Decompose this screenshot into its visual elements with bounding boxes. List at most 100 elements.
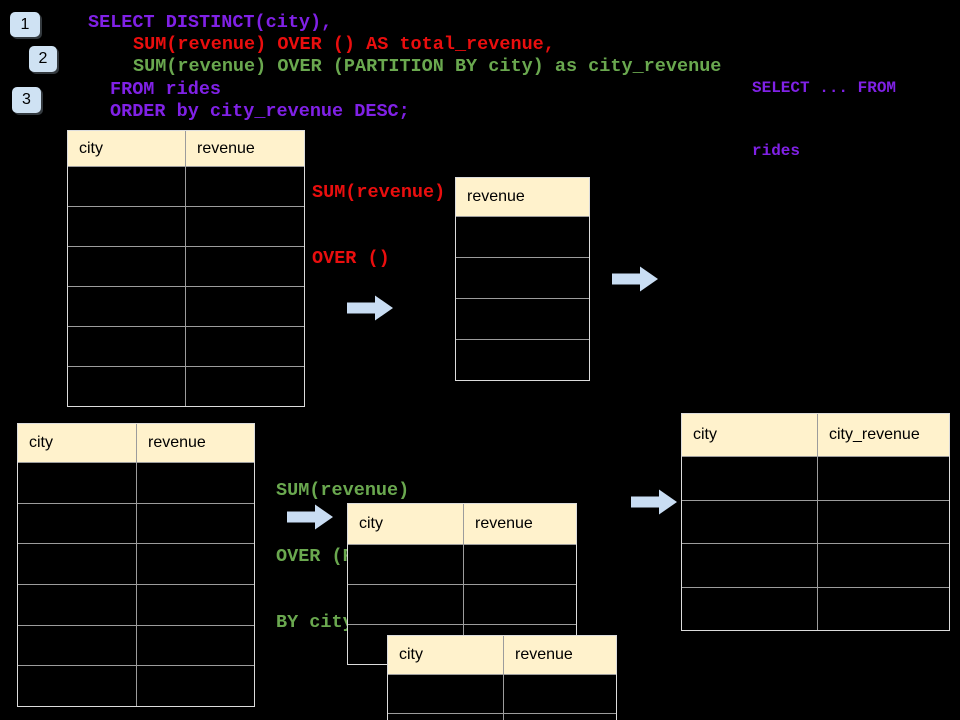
annotation-line: SUM(revenue) <box>312 182 446 203</box>
table-row <box>387 712 617 720</box>
empty-cell <box>185 326 305 367</box>
right-arrow-icon <box>287 504 333 530</box>
side-note-select-from-rides: SELECT ... FROM rides <box>752 36 896 204</box>
sql-line-from: FROM rides <box>110 79 222 100</box>
column-header: city <box>67 130 186 167</box>
empty-cell <box>17 584 137 626</box>
column-header: city <box>387 635 504 675</box>
table-row <box>67 246 305 287</box>
right-arrow-shape <box>287 504 333 530</box>
empty-cell <box>185 366 305 407</box>
empty-cell <box>455 339 590 381</box>
empty-cell <box>136 584 255 626</box>
empty-cell <box>185 246 305 287</box>
column-header: revenue <box>136 423 255 463</box>
table-row <box>17 665 255 708</box>
empty-cell <box>503 712 617 720</box>
empty-cell <box>185 166 305 207</box>
empty-cell <box>463 544 577 585</box>
empty-cell <box>681 456 818 501</box>
empty-cell <box>681 499 818 544</box>
empty-cell <box>681 543 818 588</box>
table-row <box>17 543 255 586</box>
empty-cell <box>347 584 464 625</box>
right-arrow-icon <box>631 489 677 515</box>
table-row <box>681 543 950 588</box>
empty-cell <box>817 456 950 501</box>
empty-cell <box>136 502 255 545</box>
column-header: city <box>347 503 464 545</box>
empty-cell <box>67 246 186 287</box>
empty-cell <box>17 665 137 708</box>
header-row: revenue <box>455 177 590 217</box>
empty-cell <box>136 624 255 667</box>
empty-cell <box>387 712 504 720</box>
right-arrow-shape <box>612 266 658 292</box>
empty-cell <box>67 366 186 407</box>
empty-cell <box>463 584 577 625</box>
empty-cell <box>17 543 137 586</box>
step-badge-1: 1 <box>10 12 40 37</box>
table-row <box>455 216 590 258</box>
sql-line-order-by: ORDER by city_revenue DESC; <box>110 101 410 122</box>
table-row <box>67 206 305 247</box>
table-row <box>67 166 305 207</box>
right-arrow-shape <box>347 295 393 321</box>
step-badge-2: 2 <box>29 46 57 72</box>
empty-cell <box>817 499 950 544</box>
empty-cell <box>387 674 504 714</box>
table-row <box>67 366 305 407</box>
table-row <box>387 674 617 714</box>
column-header: city <box>681 413 818 457</box>
table-row <box>17 502 255 545</box>
empty-cell <box>136 543 255 586</box>
column-header: revenue <box>503 635 617 675</box>
side-note-line1: SELECT ... FROM <box>752 79 897 97</box>
column-header: revenue <box>463 503 577 545</box>
table-row <box>455 339 590 381</box>
empty-cell <box>817 543 950 588</box>
empty-cell <box>817 586 950 631</box>
empty-cell <box>17 624 137 667</box>
table-total-revenue: revenue <box>455 177 590 381</box>
empty-cell <box>681 586 818 631</box>
column-header: revenue <box>185 130 305 167</box>
sql-line-select: SELECT DISTINCT(city), <box>88 12 333 33</box>
right-arrow-icon <box>612 266 658 292</box>
table-row <box>681 499 950 544</box>
table-row <box>17 584 255 626</box>
annotation-line: SUM(revenue) <box>276 480 410 501</box>
empty-cell <box>503 674 617 714</box>
right-arrow-icon <box>347 295 393 321</box>
empty-cell <box>67 206 186 247</box>
side-note-line2: rides <box>752 142 801 160</box>
right-arrow-shape <box>631 489 677 515</box>
table-row <box>17 462 255 504</box>
table-row <box>347 584 577 625</box>
column-header: revenue <box>455 177 590 217</box>
table-row <box>455 257 590 299</box>
table-row <box>681 586 950 631</box>
step-badge-3: 3 <box>12 87 41 113</box>
empty-cell <box>185 286 305 327</box>
empty-cell <box>347 544 464 585</box>
table-row <box>347 544 577 585</box>
annotation-line: OVER () <box>312 248 390 269</box>
empty-cell <box>455 257 590 299</box>
table-row <box>67 286 305 327</box>
empty-cell <box>455 216 590 258</box>
column-header: city_revenue <box>817 413 950 457</box>
annotation-total-revenue: SUM(revenue) OVER () <box>312 138 445 314</box>
empty-cell <box>136 665 255 708</box>
empty-cell <box>17 462 137 504</box>
table-row <box>67 326 305 367</box>
empty-cell <box>17 502 137 545</box>
